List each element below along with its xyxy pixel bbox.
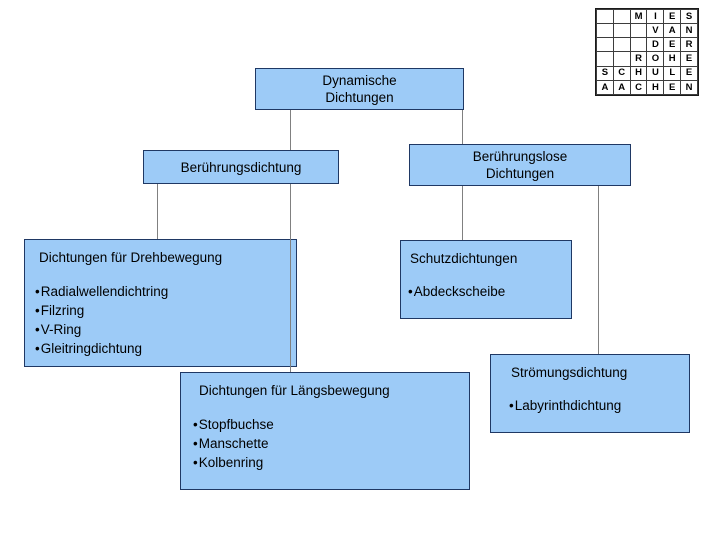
logo-letter-cell: A bbox=[612, 79, 631, 96]
node-label: Dynamische Dichtungen bbox=[322, 73, 397, 105]
logo-letter-cell: D bbox=[646, 37, 665, 53]
logo-letter-cell: L bbox=[663, 65, 682, 81]
node-stroemungsdichtung[interactable]: Strömungsdichtung Labyrinthdichtung bbox=[490, 354, 690, 433]
list-item: Abdeckscheibe bbox=[408, 282, 571, 301]
logo-letter-cell: H bbox=[663, 51, 682, 67]
logo-letter-cell: E bbox=[680, 65, 698, 81]
logo-letter-cell: O bbox=[646, 51, 665, 67]
logo-letter-cell: A bbox=[663, 23, 682, 39]
logo-empty-cell bbox=[629, 37, 648, 53]
node-bullet-list: Abdeckscheibe bbox=[401, 282, 571, 301]
node-beruehrungslose-dichtungen[interactable]: Berührungslose Dichtungen bbox=[409, 144, 631, 186]
list-item: Stopfbuchse bbox=[193, 415, 469, 434]
node-schutzdichtungen[interactable]: Schutzdichtungen Abdeckscheibe bbox=[400, 240, 572, 319]
node-bullet-list: Stopfbuchse Manschette Kolbenring bbox=[181, 415, 469, 472]
logo-letter-cell: N bbox=[680, 79, 698, 96]
logo-letter-cell: S bbox=[680, 8, 698, 25]
connector-root-to-contactless bbox=[462, 110, 463, 144]
node-bullet-list: Radialwellendichtring Filzring V-Ring Gl… bbox=[25, 282, 296, 358]
logo-letter-cell: S bbox=[596, 65, 614, 81]
node-dynamische-dichtungen[interactable]: Dynamische Dichtungen bbox=[255, 68, 464, 110]
logo-letter-cell: A bbox=[596, 79, 614, 96]
logo-empty-cell bbox=[596, 8, 614, 25]
logo-letter-cell: R bbox=[680, 37, 698, 53]
logo-letter-cell: R bbox=[629, 51, 648, 67]
logo-letter-cell: E bbox=[663, 79, 682, 96]
logo-empty-cell bbox=[596, 51, 614, 67]
connector-contact-to-rotary bbox=[157, 184, 158, 239]
node-label: Dichtungen für Drehbewegung bbox=[39, 250, 223, 265]
logo-letter-cell: E bbox=[663, 37, 682, 53]
logo-letter-cell: N bbox=[680, 23, 698, 39]
logo-letter-cell: C bbox=[612, 65, 631, 81]
connector-contactless-to-flow bbox=[598, 186, 599, 354]
logo-letter-cell: H bbox=[646, 79, 665, 96]
connector-root-to-contact bbox=[290, 110, 291, 158]
logo-empty-cell bbox=[596, 23, 614, 39]
logo-empty-cell bbox=[612, 37, 631, 53]
logo-empty-cell bbox=[596, 37, 614, 53]
node-label: Strömungsdichtung bbox=[511, 365, 628, 380]
connector-contact-to-linear bbox=[290, 184, 291, 372]
node-bullet-list: Labyrinthdichtung bbox=[491, 396, 689, 415]
list-item: Filzring bbox=[35, 301, 296, 320]
node-dichtungen-fuer-drehbewegung[interactable]: Dichtungen für Drehbewegung Radialwellen… bbox=[24, 239, 297, 367]
list-item: Kolbenring bbox=[193, 453, 469, 472]
logo-letter-cell: I bbox=[646, 8, 665, 25]
list-item: Gleitringdichtung bbox=[35, 339, 296, 358]
list-item: V-Ring bbox=[35, 320, 296, 339]
node-dichtungen-fuer-laengsbewegung[interactable]: Dichtungen für Längsbewegung Stopfbuchse… bbox=[180, 372, 470, 490]
logo-letter-cell: C bbox=[629, 79, 648, 96]
logo-empty-cell bbox=[629, 23, 648, 39]
logo-empty-cell bbox=[612, 8, 631, 25]
logo-letter-cell: M bbox=[629, 8, 648, 25]
node-label: Schutzdichtungen bbox=[410, 251, 518, 266]
node-label: Berührungslose Dichtungen bbox=[472, 149, 568, 181]
logo-letter-cell: U bbox=[646, 65, 665, 81]
list-item: Manschette bbox=[193, 434, 469, 453]
connector-contactless-to-protective bbox=[462, 186, 463, 240]
logo-letter-cell: V bbox=[646, 23, 665, 39]
node-label: Dichtungen für Längsbewegung bbox=[199, 383, 390, 398]
node-beruehrungsdichtung[interactable]: Berührungsdichtung bbox=[143, 150, 339, 184]
logo-empty-cell bbox=[612, 51, 631, 67]
logo-letter-cell: H bbox=[629, 65, 648, 81]
list-item: Radialwellendichtring bbox=[35, 282, 296, 301]
node-label: Berührungsdichtung bbox=[180, 159, 302, 175]
logo-letter-cell: E bbox=[680, 51, 698, 67]
logo-letter-cell: E bbox=[663, 8, 682, 25]
logo-empty-cell bbox=[612, 23, 631, 39]
list-item: Labyrinthdichtung bbox=[509, 396, 689, 415]
